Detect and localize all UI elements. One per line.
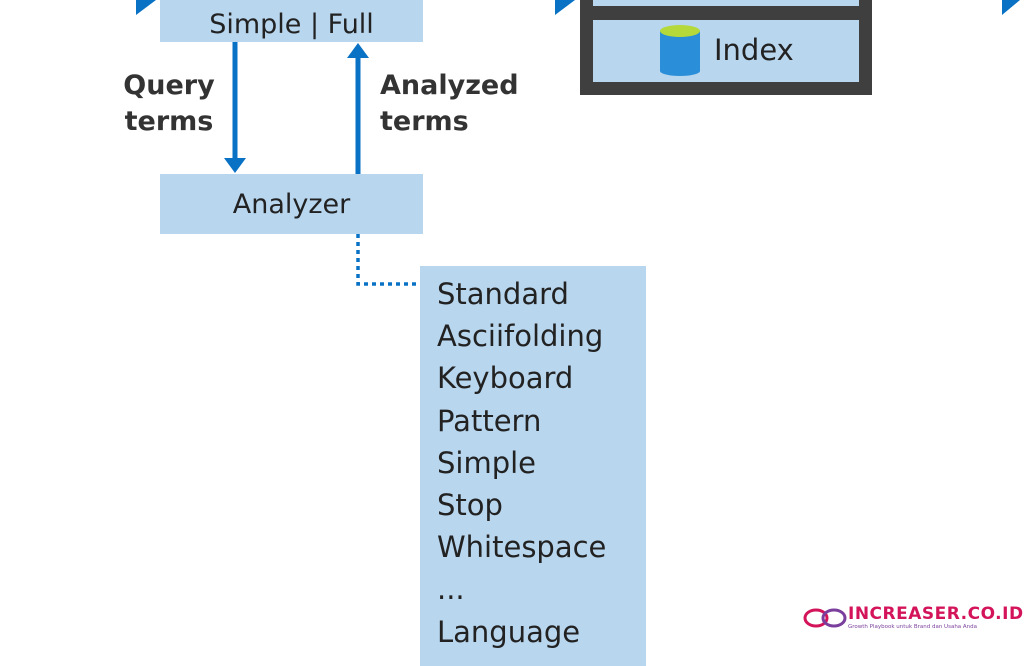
analyzed-terms-label: Analyzed terms — [380, 68, 519, 140]
index-box — [593, 20, 859, 82]
analyzer-option: Asciifolding — [437, 319, 604, 354]
analyzer-option: Simple — [437, 445, 537, 480]
cropped-arrow-tip-left — [136, 0, 156, 15]
index-label: Index — [714, 33, 794, 67]
increaser-logo-icon — [803, 608, 847, 628]
query-terms-label-line-1: Query — [123, 70, 215, 101]
analyzed-terms-label-line-1: Analyzed — [380, 70, 519, 101]
watermark-tagline: Growth Playbook untuk Brand dan Usaha An… — [848, 624, 978, 630]
analyzer-option: Whitespace — [437, 530, 607, 565]
analyzer-option: Standard — [437, 277, 569, 311]
database-cylinder-icon — [660, 25, 700, 76]
analyzer-option: Pattern — [437, 403, 542, 438]
analyzer-option: Language — [437, 614, 581, 649]
analyzed-terms-label-line-2: terms — [380, 106, 469, 137]
analyzer-option: ... — [437, 572, 465, 607]
watermark-brand: INCREASER.CO.ID — [848, 604, 1024, 624]
cropped-arrow-tip-right — [1002, 0, 1020, 15]
analyzed-terms-arrowhead — [347, 43, 369, 58]
query-terms-label-line-2: terms — [124, 106, 214, 137]
analyzer-options-connector — [356, 234, 420, 286]
analyzer-option: Keyboard — [437, 361, 574, 396]
query-parser-box: Simple | Full — [160, 0, 423, 42]
query-parser-label: Simple | Full — [209, 8, 374, 40]
cropped-arrow-tip-middle — [555, 0, 575, 15]
analyzer-box: Analyzer — [160, 174, 423, 234]
analyzer-option: Stop — [437, 487, 503, 522]
index-frame-upper-panel — [593, 0, 859, 6]
query-terms-arrowhead — [224, 158, 246, 173]
analyzer-label: Analyzer — [232, 188, 351, 220]
query-terms-label: Query terms — [122, 68, 216, 140]
analyzer-options-list: Standard Asciifolding Keyboard Pattern S… — [420, 266, 646, 666]
